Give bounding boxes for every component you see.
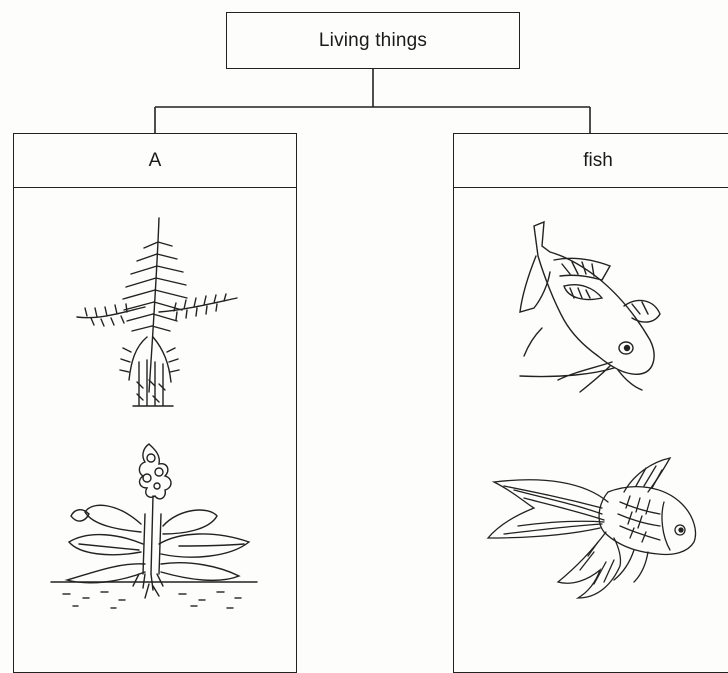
branch-a-panel: A	[13, 133, 297, 673]
branch-fish-panel: fish	[453, 133, 728, 673]
water-plant-icon	[49, 434, 259, 609]
branch-fish-label: fish	[454, 134, 728, 187]
root-node: Living things	[226, 12, 520, 69]
branch-fish-header: fish	[454, 134, 728, 188]
classification-diagram: Living things A	[0, 0, 728, 654]
goldfish-icon	[484, 452, 704, 602]
root-label: Living things	[227, 13, 519, 68]
branch-a-label: A	[14, 134, 296, 187]
catfish-icon	[514, 216, 684, 396]
fern-icon	[69, 212, 239, 412]
branch-a-header: A	[14, 134, 296, 188]
